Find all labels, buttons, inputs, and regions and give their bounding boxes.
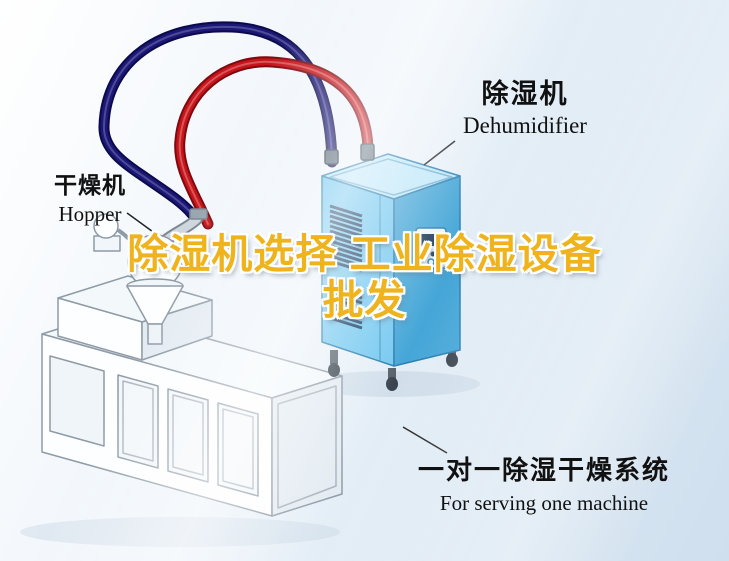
- system-label: 一对一除湿干燥系统 For serving one machine: [378, 450, 710, 516]
- dehumidifier-machine-icon: [321, 143, 461, 391]
- headline: 除湿机选择 工业除湿设备 批发: [0, 231, 729, 324]
- extruder-machine-icon: [41, 275, 343, 517]
- dehumidifier-label-cn: 除湿机: [481, 79, 569, 109]
- vent-louvers-upper: [329, 204, 363, 273]
- hopper-dryer-icon: [93, 208, 208, 345]
- headline-line2: 批发: [322, 276, 407, 323]
- dehumidifier-label-en: Dehumidifier: [463, 113, 587, 138]
- hopper-label-cn: 干燥机: [54, 172, 126, 198]
- hopper-label: 干燥机 Hopper: [30, 166, 150, 227]
- system-label-cn: 一对一除湿干燥系统: [417, 455, 670, 485]
- navy-hose-icon: [98, 21, 338, 220]
- pointer-line-dehumidifier: [423, 140, 456, 166]
- vent-louvers-lower: [329, 286, 363, 330]
- red-hose-icon: [174, 56, 374, 230]
- pointer-line-hopper: [126, 212, 161, 238]
- headline-line1: 除湿机选择 工业除湿设备: [127, 231, 602, 277]
- system-label-en: For serving one machine: [439, 491, 649, 515]
- hopper-label-en: Hopper: [58, 202, 122, 226]
- control-panel: [415, 227, 447, 269]
- dehumidifier-label: 除湿机 Dehumidifier: [425, 72, 625, 139]
- pointer-line-system: [402, 426, 448, 454]
- pointer-lines: [126, 140, 456, 454]
